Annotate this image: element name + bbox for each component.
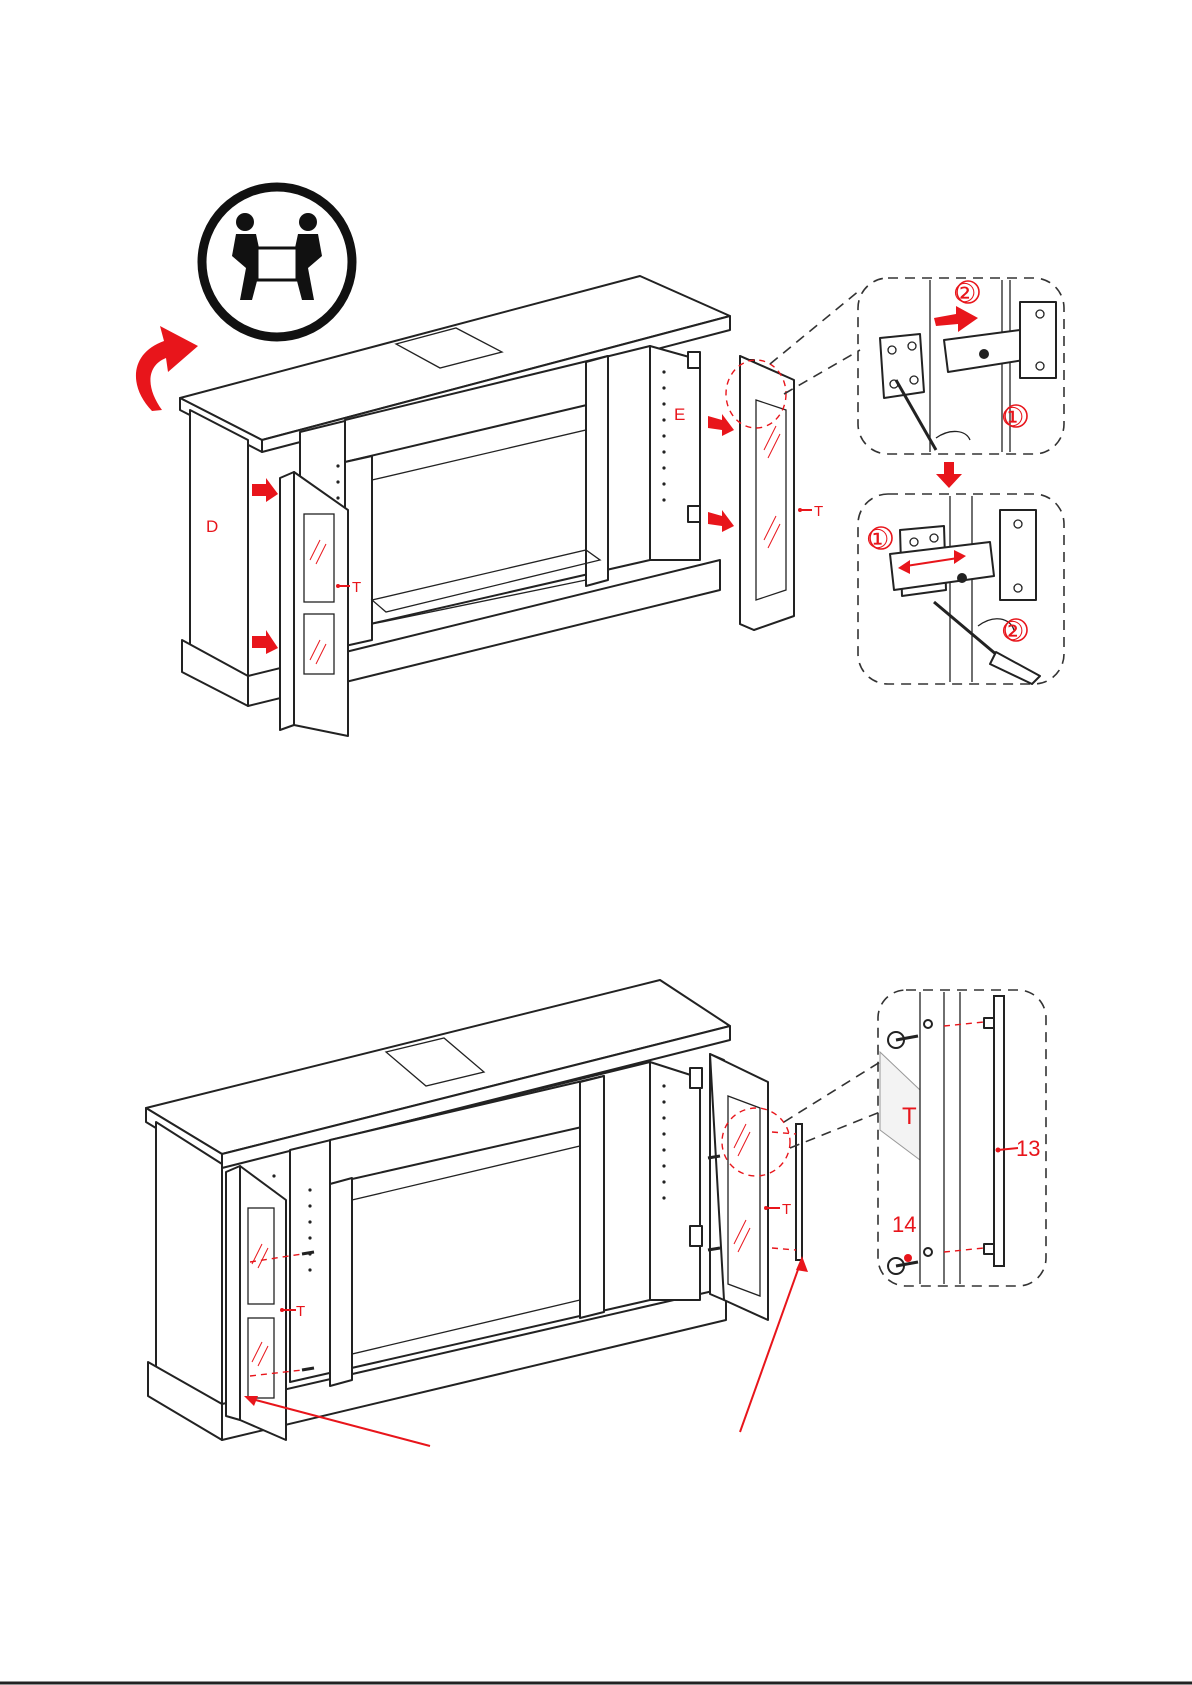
right-door-step2 bbox=[708, 1054, 802, 1320]
label-left-door-t-step2: T bbox=[296, 1303, 305, 1320]
hinge-detail-top: ② ① bbox=[858, 278, 1064, 454]
detail-label-door-t: T bbox=[902, 1103, 917, 1130]
down-arrow-icon bbox=[936, 462, 962, 488]
detail-top-step-1: ① bbox=[1001, 402, 1024, 432]
detail-bottom-step-1: ① bbox=[866, 524, 889, 554]
label-handle-13: 13 bbox=[1016, 1136, 1040, 1161]
label-left-door-t: T bbox=[352, 579, 361, 596]
two-person-lift-icon bbox=[202, 187, 352, 337]
right-door-step1 bbox=[726, 356, 812, 630]
label-side-panel-d: D bbox=[206, 517, 218, 536]
detail-bottom-step-2: ② bbox=[1001, 616, 1024, 646]
detail-top-step-2: ② bbox=[953, 278, 976, 308]
handle-detail: T 13 14 bbox=[878, 990, 1046, 1286]
label-screw-14: 14 bbox=[892, 1212, 916, 1237]
hinge-detail-bottom: ① ② bbox=[858, 494, 1064, 684]
label-right-side-e: E bbox=[674, 405, 685, 424]
label-right-door-t: T bbox=[814, 503, 823, 520]
label-right-door-t-step2: T bbox=[782, 1201, 791, 1218]
left-door-step1 bbox=[280, 472, 350, 736]
